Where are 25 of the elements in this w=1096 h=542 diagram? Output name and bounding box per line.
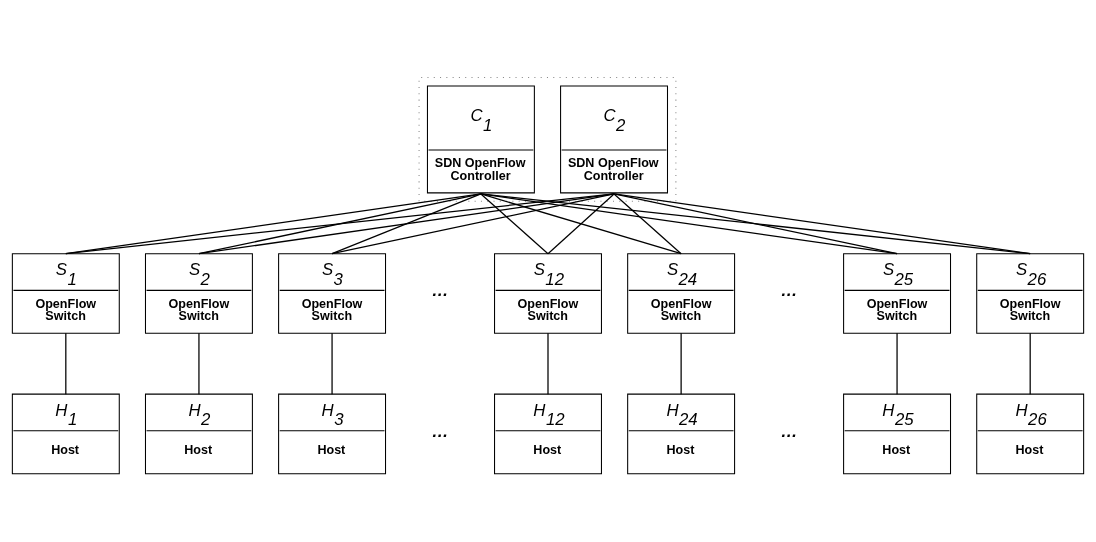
connector xyxy=(680,332,682,395)
connector xyxy=(613,192,1031,254)
connector xyxy=(65,192,615,254)
label: … xyxy=(431,421,449,441)
connector xyxy=(613,192,682,254)
label: … xyxy=(780,280,798,300)
cluster xyxy=(418,76,677,202)
label: … xyxy=(431,280,449,300)
connector xyxy=(480,192,549,254)
connector xyxy=(1029,332,1031,395)
connector xyxy=(331,192,482,254)
connector xyxy=(65,332,67,395)
connector xyxy=(331,332,333,395)
label: … xyxy=(780,421,798,441)
connector xyxy=(547,332,549,395)
connector xyxy=(198,192,615,254)
connector xyxy=(480,192,898,254)
connector xyxy=(198,192,482,254)
connector xyxy=(896,332,898,395)
connector xyxy=(331,192,615,254)
connector xyxy=(547,192,615,254)
connector xyxy=(613,192,898,254)
connector xyxy=(480,192,1031,254)
connector xyxy=(198,332,200,395)
connector xyxy=(480,192,682,254)
